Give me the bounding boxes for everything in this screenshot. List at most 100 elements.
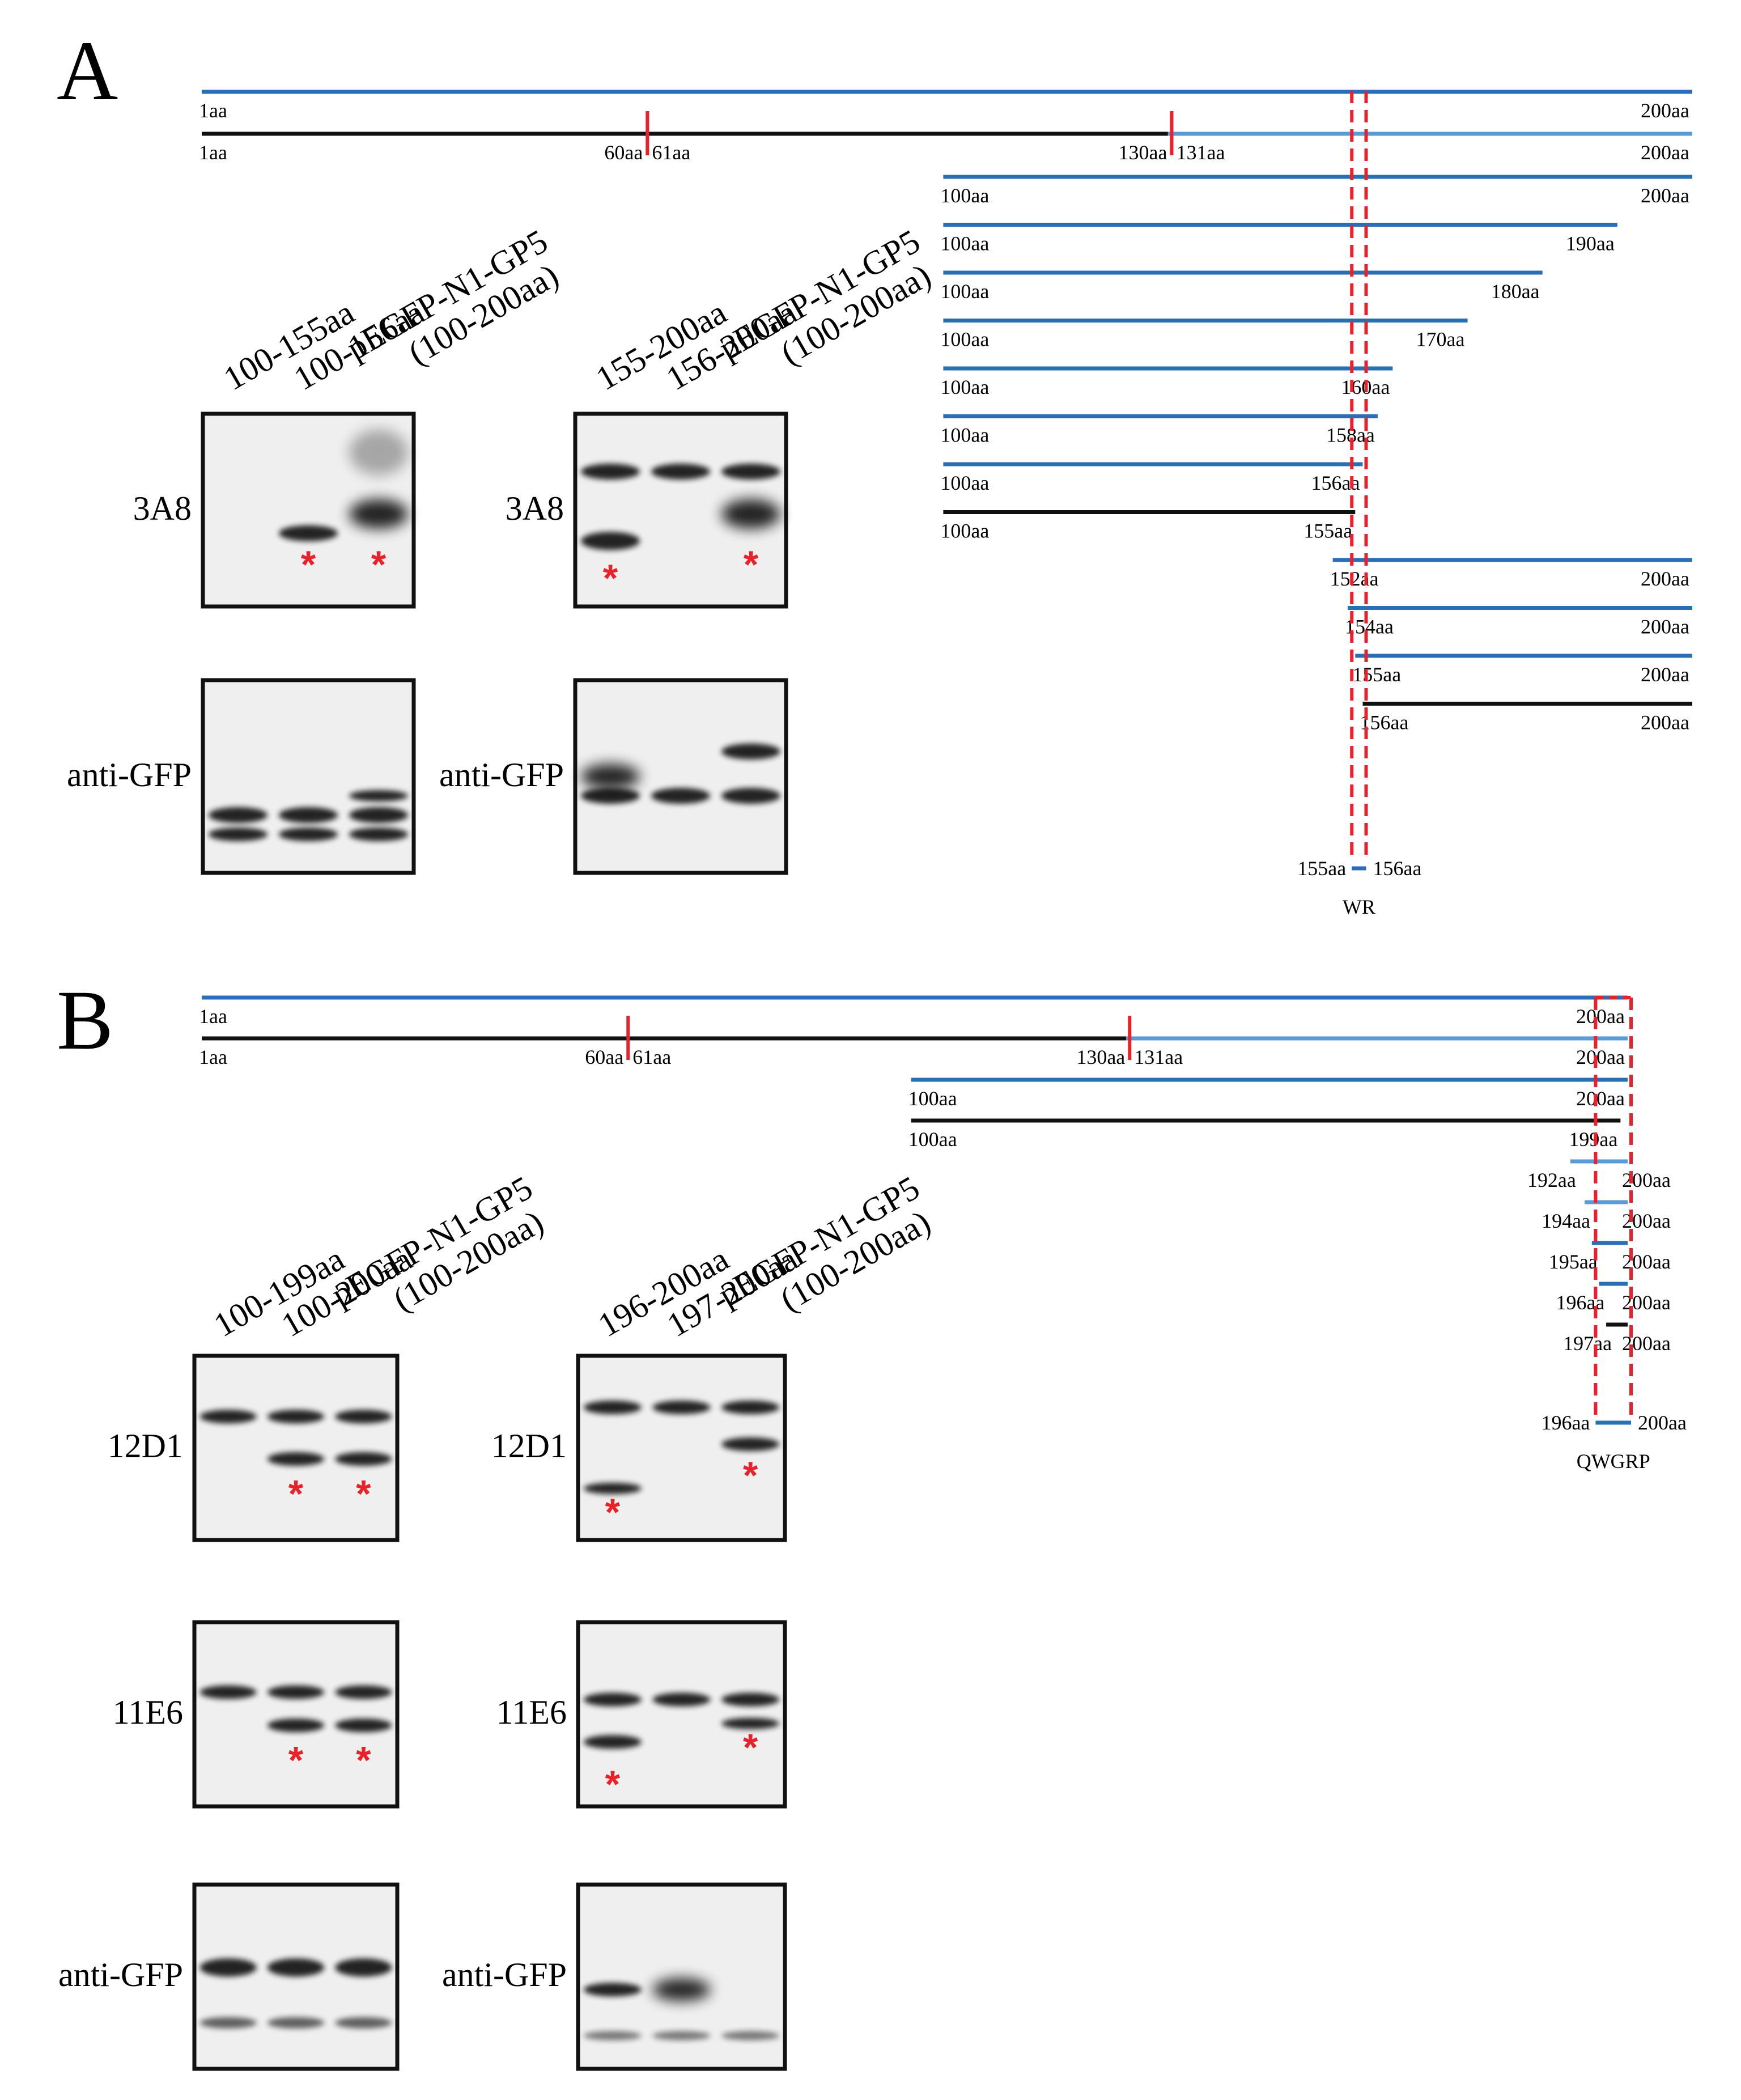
blot-band: [199, 1685, 257, 1699]
antibody-label: anti-GFP: [58, 1956, 183, 1993]
blot-band: [278, 828, 338, 841]
blot-band: [651, 464, 711, 480]
antibody-label: 11E6: [496, 1694, 567, 1731]
construct-end-label: 200aa: [1641, 663, 1689, 686]
construct-end-label: 170aa: [1416, 328, 1465, 351]
boundary-right-label: 61aa: [652, 141, 690, 164]
panel-b-label: B: [57, 973, 113, 1067]
blot-band: [267, 1410, 325, 1424]
blot-band: [580, 532, 640, 550]
map-start-label: 1aa: [199, 141, 227, 164]
construct-row: 156aa 200aa: [1360, 702, 1692, 734]
construct-end-label: 190aa: [1566, 232, 1615, 255]
blot-band: [580, 464, 640, 480]
blot-anti-gfp: anti-GFP: [442, 1882, 787, 2071]
construct-end-label: 200aa: [1641, 567, 1689, 590]
blot-band: [721, 743, 781, 760]
panel-a-label: A: [57, 24, 118, 118]
blot-3a8: 3A8**: [133, 411, 416, 609]
signal-star: *: [356, 1739, 371, 1782]
map-end-label: 200aa: [1576, 1046, 1625, 1068]
blot-band: [267, 1685, 325, 1699]
blot-membrane: [576, 1620, 787, 1809]
construct-end-label: 200aa: [1622, 1250, 1671, 1273]
signal-star: *: [371, 543, 387, 586]
blot-anti-gfp: anti-GFP: [58, 1882, 400, 2071]
blot-band: [349, 499, 409, 529]
construct-start-label: 100aa: [940, 280, 989, 303]
boundary-right-label: 131aa: [1134, 1046, 1183, 1068]
lane-label: pEGFP-N1-GP5(100-200aa): [325, 1169, 557, 1344]
blot-11e6: 11E6 * *: [113, 1620, 400, 1809]
boundary-right-label: 61aa: [632, 1046, 671, 1068]
signal-star: *: [743, 1454, 758, 1497]
blot-anti-gfp: anti-GFP: [439, 678, 788, 875]
blot-band: [583, 1692, 642, 1707]
panel-b-blot-area: 100-199aa100-200aapEGFP-N1-GP5(100-200aa…: [58, 1169, 937, 2071]
blot-band: [335, 1719, 392, 1732]
blot-membrane: [192, 1620, 400, 1809]
blot-band: [335, 1452, 392, 1466]
blot-band: [335, 2017, 392, 2029]
blot-12d1: 12D1**: [108, 1354, 400, 1542]
construct-start-label: 197aa: [1563, 1332, 1612, 1355]
map-start-label: 1aa: [199, 1005, 227, 1028]
map-end-label: 200aa: [1576, 1005, 1625, 1028]
construct-start-label: 152aa: [1330, 567, 1379, 590]
blot-anti-gfp: anti-GFP: [67, 678, 416, 875]
blot-membrane: [192, 1882, 400, 2071]
construct-row: 152aa 200aa: [1330, 558, 1692, 590]
epitope-start-label: 196aa: [1541, 1411, 1590, 1434]
antibody-label: 12D1: [491, 1427, 567, 1465]
blot-group: 100-199aa100-200aapEGFP-N1-GP5(100-200aa…: [58, 1169, 557, 2071]
blot-group: 196-200aa197-200aapEGFP-N1-GP5(100-200aa…: [442, 1169, 937, 2071]
blot-band: [267, 1452, 325, 1466]
map-start-label: 1aa: [199, 1046, 227, 1068]
construct-start-label: 196aa: [1556, 1291, 1604, 1314]
blot-band: [721, 499, 781, 529]
lane-labels: 196-200aa197-200aapEGFP-N1-GP5(100-200aa…: [592, 1169, 936, 1344]
lane-label: pEGFP-N1-GP5(100-200aa): [341, 222, 572, 397]
antibody-label: 12D1: [108, 1427, 183, 1465]
construct-end-label: 199aa: [1569, 1128, 1617, 1151]
boundary-left-label: 130aa: [1119, 141, 1167, 164]
construct-start-label: 192aa: [1527, 1169, 1576, 1191]
blot-membrane: [576, 1354, 787, 1542]
blot-band: [583, 1483, 642, 1494]
construct-start-label: 100aa: [940, 424, 989, 447]
blot-band: [335, 1410, 392, 1424]
map-end-label: 200aa: [1641, 99, 1689, 122]
antibody-label: 3A8: [506, 490, 564, 527]
boundary-left-label: 60aa: [585, 1046, 623, 1068]
blot-band: [583, 1983, 642, 1997]
antibody-label: anti-GFP: [442, 1956, 567, 1993]
construct-end-label: 200aa: [1641, 711, 1689, 734]
antibody-label: 11E6: [113, 1694, 183, 1731]
lane-labels: 155-200aa156-200aapEGFP-N1-GP5(100-200aa…: [590, 222, 937, 397]
antibody-label: anti-GFP: [67, 756, 192, 794]
full-length-map: 1aa 200aa: [199, 995, 1628, 1028]
construct-row: 197aa 200aa: [1563, 1322, 1671, 1355]
construct-end-label: 200aa: [1622, 1332, 1671, 1355]
construct-start-label: 156aa: [1360, 711, 1408, 734]
blot-band: [335, 1958, 392, 1977]
blot-band: [652, 1692, 711, 1707]
blot-band: [199, 2017, 257, 2029]
blot-membrane: [192, 1354, 400, 1542]
blot-band: [335, 1685, 392, 1699]
blot-band: [651, 788, 711, 804]
signal-star: *: [288, 1739, 304, 1782]
antibody-label: 3A8: [133, 490, 192, 527]
blot-membrane: [576, 1882, 787, 2071]
